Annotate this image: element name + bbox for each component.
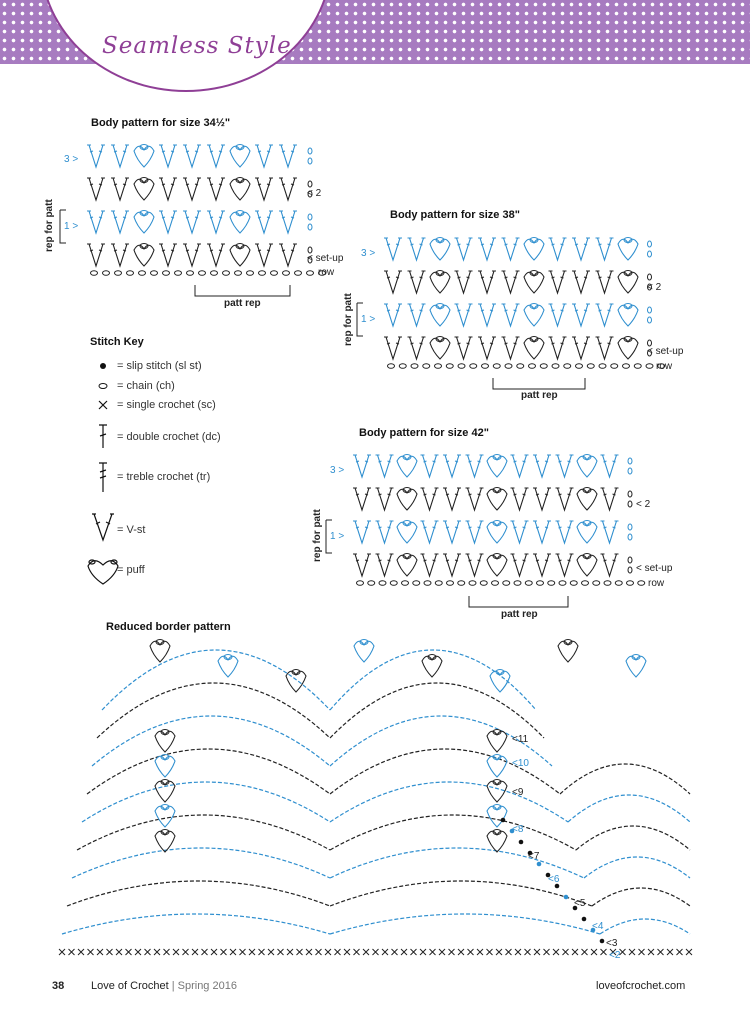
key-label-slip-stitch: = slip stitch (sl st) — [117, 360, 202, 372]
border-row-label: <4 — [592, 921, 604, 932]
patt-rep-label: patt rep — [501, 609, 538, 620]
row-marker-1: 1 > — [330, 531, 345, 542]
slip-stitch-icon — [100, 363, 106, 369]
section-brand: Seamless Style — [102, 33, 292, 59]
row-marker-2: < 2 — [647, 282, 662, 293]
magazine-name: Love of Crochet | Spring 2016 — [91, 980, 237, 992]
setup-row-label: < set-up — [647, 346, 684, 357]
row-marker-3: 3 > — [330, 465, 345, 476]
border-row-label: <10 — [512, 758, 529, 769]
key-label-v-stitch: = V-st — [117, 524, 146, 536]
setup-row-label-2: row — [648, 578, 665, 589]
key-label-single-crochet: = single crochet (sc) — [117, 399, 216, 411]
border-row-label: <9 — [512, 787, 524, 798]
single-crochet-icon — [98, 400, 108, 410]
page-number: 38 — [52, 980, 65, 992]
border-row-label: <11 — [512, 734, 529, 745]
row-marker-2: < 2 — [636, 499, 651, 510]
row-marker-1: 1 > — [64, 221, 79, 232]
key-label-double-crochet: = double crochet (dc) — [117, 431, 221, 443]
v-stitch-icon — [92, 513, 114, 542]
patt-rep-label: patt rep — [224, 298, 261, 309]
stitch-key-title: Stitch Key — [90, 336, 144, 348]
setup-row-label-2: row — [318, 267, 335, 278]
row-marker-3: 3 > — [361, 248, 376, 259]
patt-rep-label: patt rep — [521, 390, 558, 401]
stitch-grid-svg — [353, 454, 646, 586]
setup-row-label-2: row — [656, 361, 673, 372]
border-row-label: <8 — [512, 824, 524, 835]
double-crochet-icon — [99, 424, 107, 448]
key-label-chain: = chain (ch) — [117, 380, 175, 392]
key-label-treble-crochet: = treble crochet (tr) — [117, 471, 211, 483]
puff-icon — [87, 559, 119, 585]
stitch-grid-svg — [87, 144, 326, 276]
border-row-label: <3 — [606, 938, 618, 949]
diagram-title-38: Body pattern for size 38" — [390, 209, 520, 221]
diagram-title-42: Body pattern for size 42" — [359, 427, 489, 439]
row-marker-1: 1 > — [361, 314, 376, 325]
border-row-label: <5 — [574, 898, 586, 909]
border-pattern-title: Reduced border pattern — [106, 621, 231, 633]
border-row-label: <7 — [528, 851, 540, 862]
treble-crochet-icon — [99, 462, 107, 492]
diagram-title-34: Body pattern for size 34½" — [91, 117, 231, 129]
setup-row-label: < set-up — [307, 253, 344, 264]
chain-icon — [98, 383, 108, 389]
footer-site: loveofcrochet.com — [596, 980, 686, 992]
row-marker-3: 3 > — [64, 154, 79, 165]
setup-row-label: < set-up — [636, 563, 673, 574]
stitch-grid-svg — [384, 237, 666, 369]
row-marker-2: < 2 — [307, 188, 322, 199]
border-row-label: <6 — [548, 874, 560, 885]
key-label-puff: = puff — [117, 564, 145, 576]
border-row-label: <2 — [609, 950, 621, 961]
